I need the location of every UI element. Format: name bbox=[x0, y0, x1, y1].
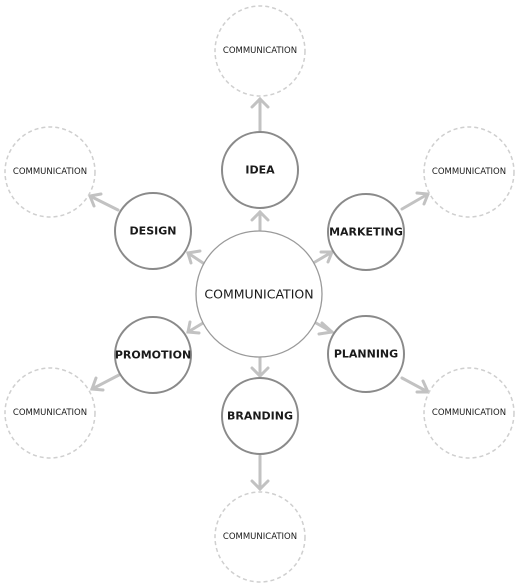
node-label-promotion: PROMOTION bbox=[115, 349, 191, 362]
arrow-center-branding bbox=[250, 356, 270, 379]
node-circle-planning bbox=[327, 315, 405, 393]
arrow-branding-outer bbox=[250, 454, 270, 492]
node-circle-branding bbox=[221, 377, 299, 455]
outer-circles bbox=[4, 5, 515, 583]
outer-label-design: COMMUNICATION bbox=[13, 167, 87, 177]
node-label-branding: BRANDING bbox=[227, 410, 293, 423]
arrow-planning-outer bbox=[400, 376, 431, 394]
arrow-center-design bbox=[186, 249, 205, 265]
arrow-promotion-outer bbox=[89, 373, 121, 392]
node-label-idea: IDEA bbox=[245, 164, 275, 177]
outer-label-marketing: COMMUNICATION bbox=[432, 167, 506, 177]
center-label: COMMUNICATION bbox=[204, 287, 313, 302]
arrow-marketing-outer bbox=[400, 191, 431, 211]
outer-circle-marketing bbox=[423, 126, 515, 218]
outer-circle-design bbox=[4, 126, 96, 218]
outer-circle-promotion bbox=[4, 367, 96, 459]
node-circle-marketing bbox=[327, 193, 405, 271]
node-circles bbox=[114, 131, 405, 455]
center-circle bbox=[195, 230, 323, 358]
arrow-design-outer bbox=[87, 192, 120, 212]
node-circle-promotion bbox=[114, 316, 192, 394]
arrow-center-marketing bbox=[313, 250, 335, 264]
outer-circle-idea bbox=[214, 5, 306, 97]
outer-label-promotion: COMMUNICATION bbox=[13, 408, 87, 418]
outer-label-branding: COMMUNICATION bbox=[223, 532, 297, 542]
node-label-planning: PLANNING bbox=[334, 348, 398, 361]
arrow-idea-outer bbox=[250, 96, 270, 133]
arrow-center-promotion bbox=[186, 320, 205, 335]
outer-circle-planning bbox=[423, 367, 515, 459]
node-label-design: DESIGN bbox=[130, 225, 177, 238]
outer-circle-branding bbox=[214, 491, 306, 583]
arrow-center-idea bbox=[250, 209, 270, 232]
outer-label-planning: COMMUNICATION bbox=[432, 408, 506, 418]
node-circle-idea bbox=[221, 131, 299, 209]
arrows-center-to-node bbox=[186, 209, 336, 379]
node-label-marketing: MARKETING bbox=[329, 226, 403, 239]
node-circle-design bbox=[114, 192, 192, 270]
arrows-node-to-outer bbox=[87, 96, 431, 492]
outer-label-idea: COMMUNICATION bbox=[223, 46, 297, 56]
arrow-center-planning bbox=[314, 321, 336, 336]
